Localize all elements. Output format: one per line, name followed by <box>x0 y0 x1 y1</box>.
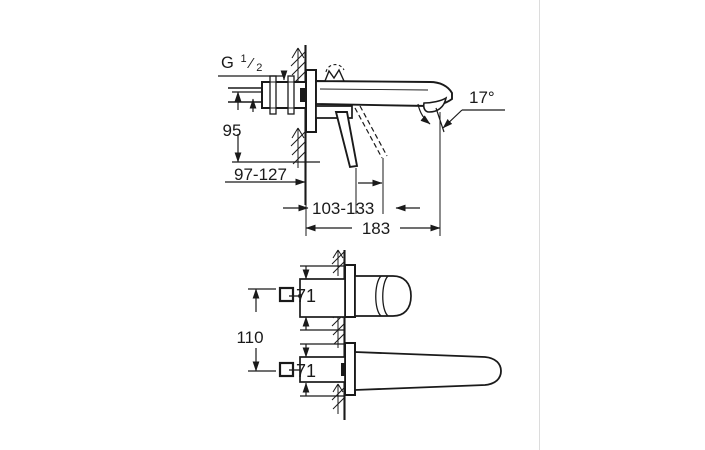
dim-110-lines <box>248 288 276 372</box>
dim-square-71-upper-symbol <box>278 286 295 303</box>
inlet-connector-body <box>261 81 307 109</box>
wall-section-upper <box>290 45 307 205</box>
operating-lever <box>334 111 359 169</box>
lever-swing-range <box>354 105 388 159</box>
dim-square-71-lower-arrows <box>300 343 345 397</box>
dim-square-71-upper-arrows <box>300 265 345 331</box>
lever-pivot-dashed-arc <box>325 64 345 73</box>
dim-103-133-lines <box>283 179 420 212</box>
spout-outlet <box>422 96 448 113</box>
dim-183-label: 183 <box>362 219 390 238</box>
dim-extension-lines-upper <box>305 112 441 236</box>
handle-escutcheon-plate <box>344 264 356 318</box>
spout-inner-line <box>319 88 429 91</box>
dim-17deg-label: 17° <box>469 88 495 107</box>
front-elevation-view: 110 71 71 <box>236 249 502 420</box>
inlet-seal-block <box>300 88 306 102</box>
dim-square-71-lower-label: 71 <box>296 361 316 381</box>
dim-17deg-leader <box>417 103 505 133</box>
wall-section-lower <box>331 249 346 420</box>
dim-95-label: 95 <box>223 121 242 140</box>
spout-base-nub <box>289 363 346 376</box>
handle-square-base <box>299 278 346 318</box>
spout-square-base <box>299 356 346 383</box>
dim-square-71-lower-symbol <box>278 361 295 378</box>
dim-95-lines <box>232 91 320 163</box>
spout-front-body <box>354 351 502 391</box>
dim-g-thread-label: G 1 ⁄ 2 <box>221 48 262 74</box>
dim-square-71-upper-label: 71 <box>296 286 316 306</box>
side-elevation-view: G 1 ⁄ 2 95 97-127 <box>218 45 505 238</box>
dim-97-127-label: 97-127 <box>234 165 287 184</box>
dim-103-133-label: 103-133 <box>312 199 374 218</box>
lever-pivot-detail <box>323 68 346 82</box>
dim-110-label: 110 <box>236 328 263 347</box>
spout-escutcheon-plate <box>344 342 356 396</box>
wall-plate <box>305 69 317 133</box>
handle-lever-ribs <box>375 275 389 317</box>
inlet-pipe-lines <box>228 87 262 103</box>
inlet-connector-flanges <box>269 75 295 115</box>
dim-g-thread-leader <box>218 70 288 81</box>
